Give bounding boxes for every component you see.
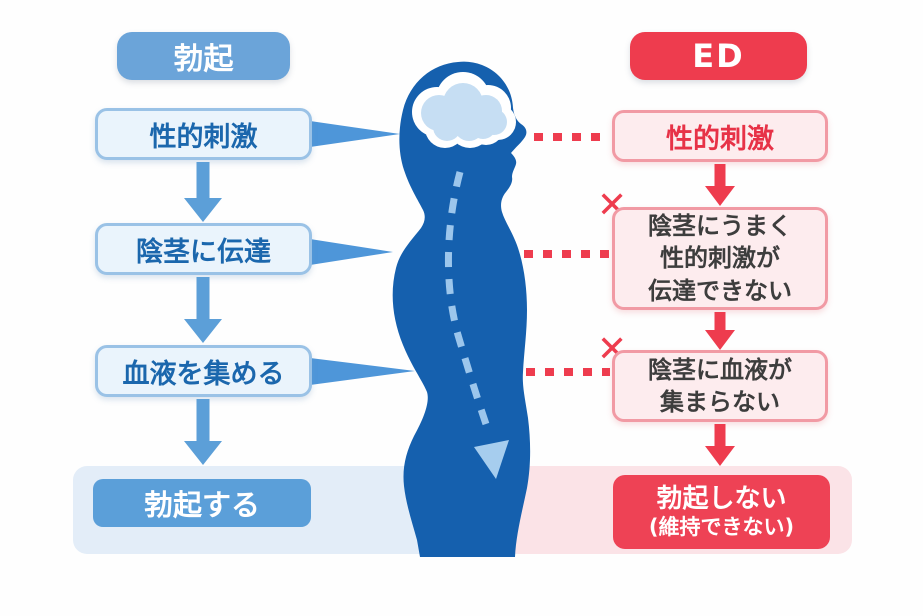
arrow-down-icon bbox=[703, 164, 737, 206]
normal-step-collect-blood: 血液を集める bbox=[95, 345, 312, 397]
arrow-down-icon bbox=[184, 277, 222, 343]
ed-step-sexual-stimulation: 性的刺激 bbox=[612, 110, 828, 162]
arrow-down-icon bbox=[703, 424, 737, 466]
normal-pointer-spikes bbox=[310, 121, 415, 385]
ed-result-line1: 勃起しない bbox=[656, 483, 787, 514]
ed-column-header: ED bbox=[630, 32, 807, 80]
spine-signal-arrow bbox=[444, 171, 509, 479]
normal-step-sexual-stimulation: 性的刺激 bbox=[95, 108, 312, 160]
arrow-down-icon bbox=[184, 399, 222, 465]
arrow-down-icon bbox=[703, 312, 737, 350]
ed-step-blood-not-gathering: 陰茎に血液が 集まらない bbox=[612, 350, 828, 422]
normal-result-button: 勃起する bbox=[93, 479, 311, 527]
ed-result-button: 勃起しない (維持できない) bbox=[613, 475, 830, 549]
brain-icon bbox=[412, 72, 516, 148]
arrow-down-icon bbox=[184, 162, 222, 222]
ed-connector-lines bbox=[524, 133, 610, 376]
normal-column-header: 勃起 bbox=[117, 32, 290, 80]
normal-step-transmitted-to-penis: 陰茎に伝達 bbox=[95, 223, 312, 275]
body-silhouette bbox=[392, 61, 531, 557]
ed-step-stimulation-not-transmitted: 陰茎にうまく 性的刺激が 伝達できない bbox=[612, 207, 828, 310]
ed-result-line2: (維持できない) bbox=[648, 515, 795, 539]
